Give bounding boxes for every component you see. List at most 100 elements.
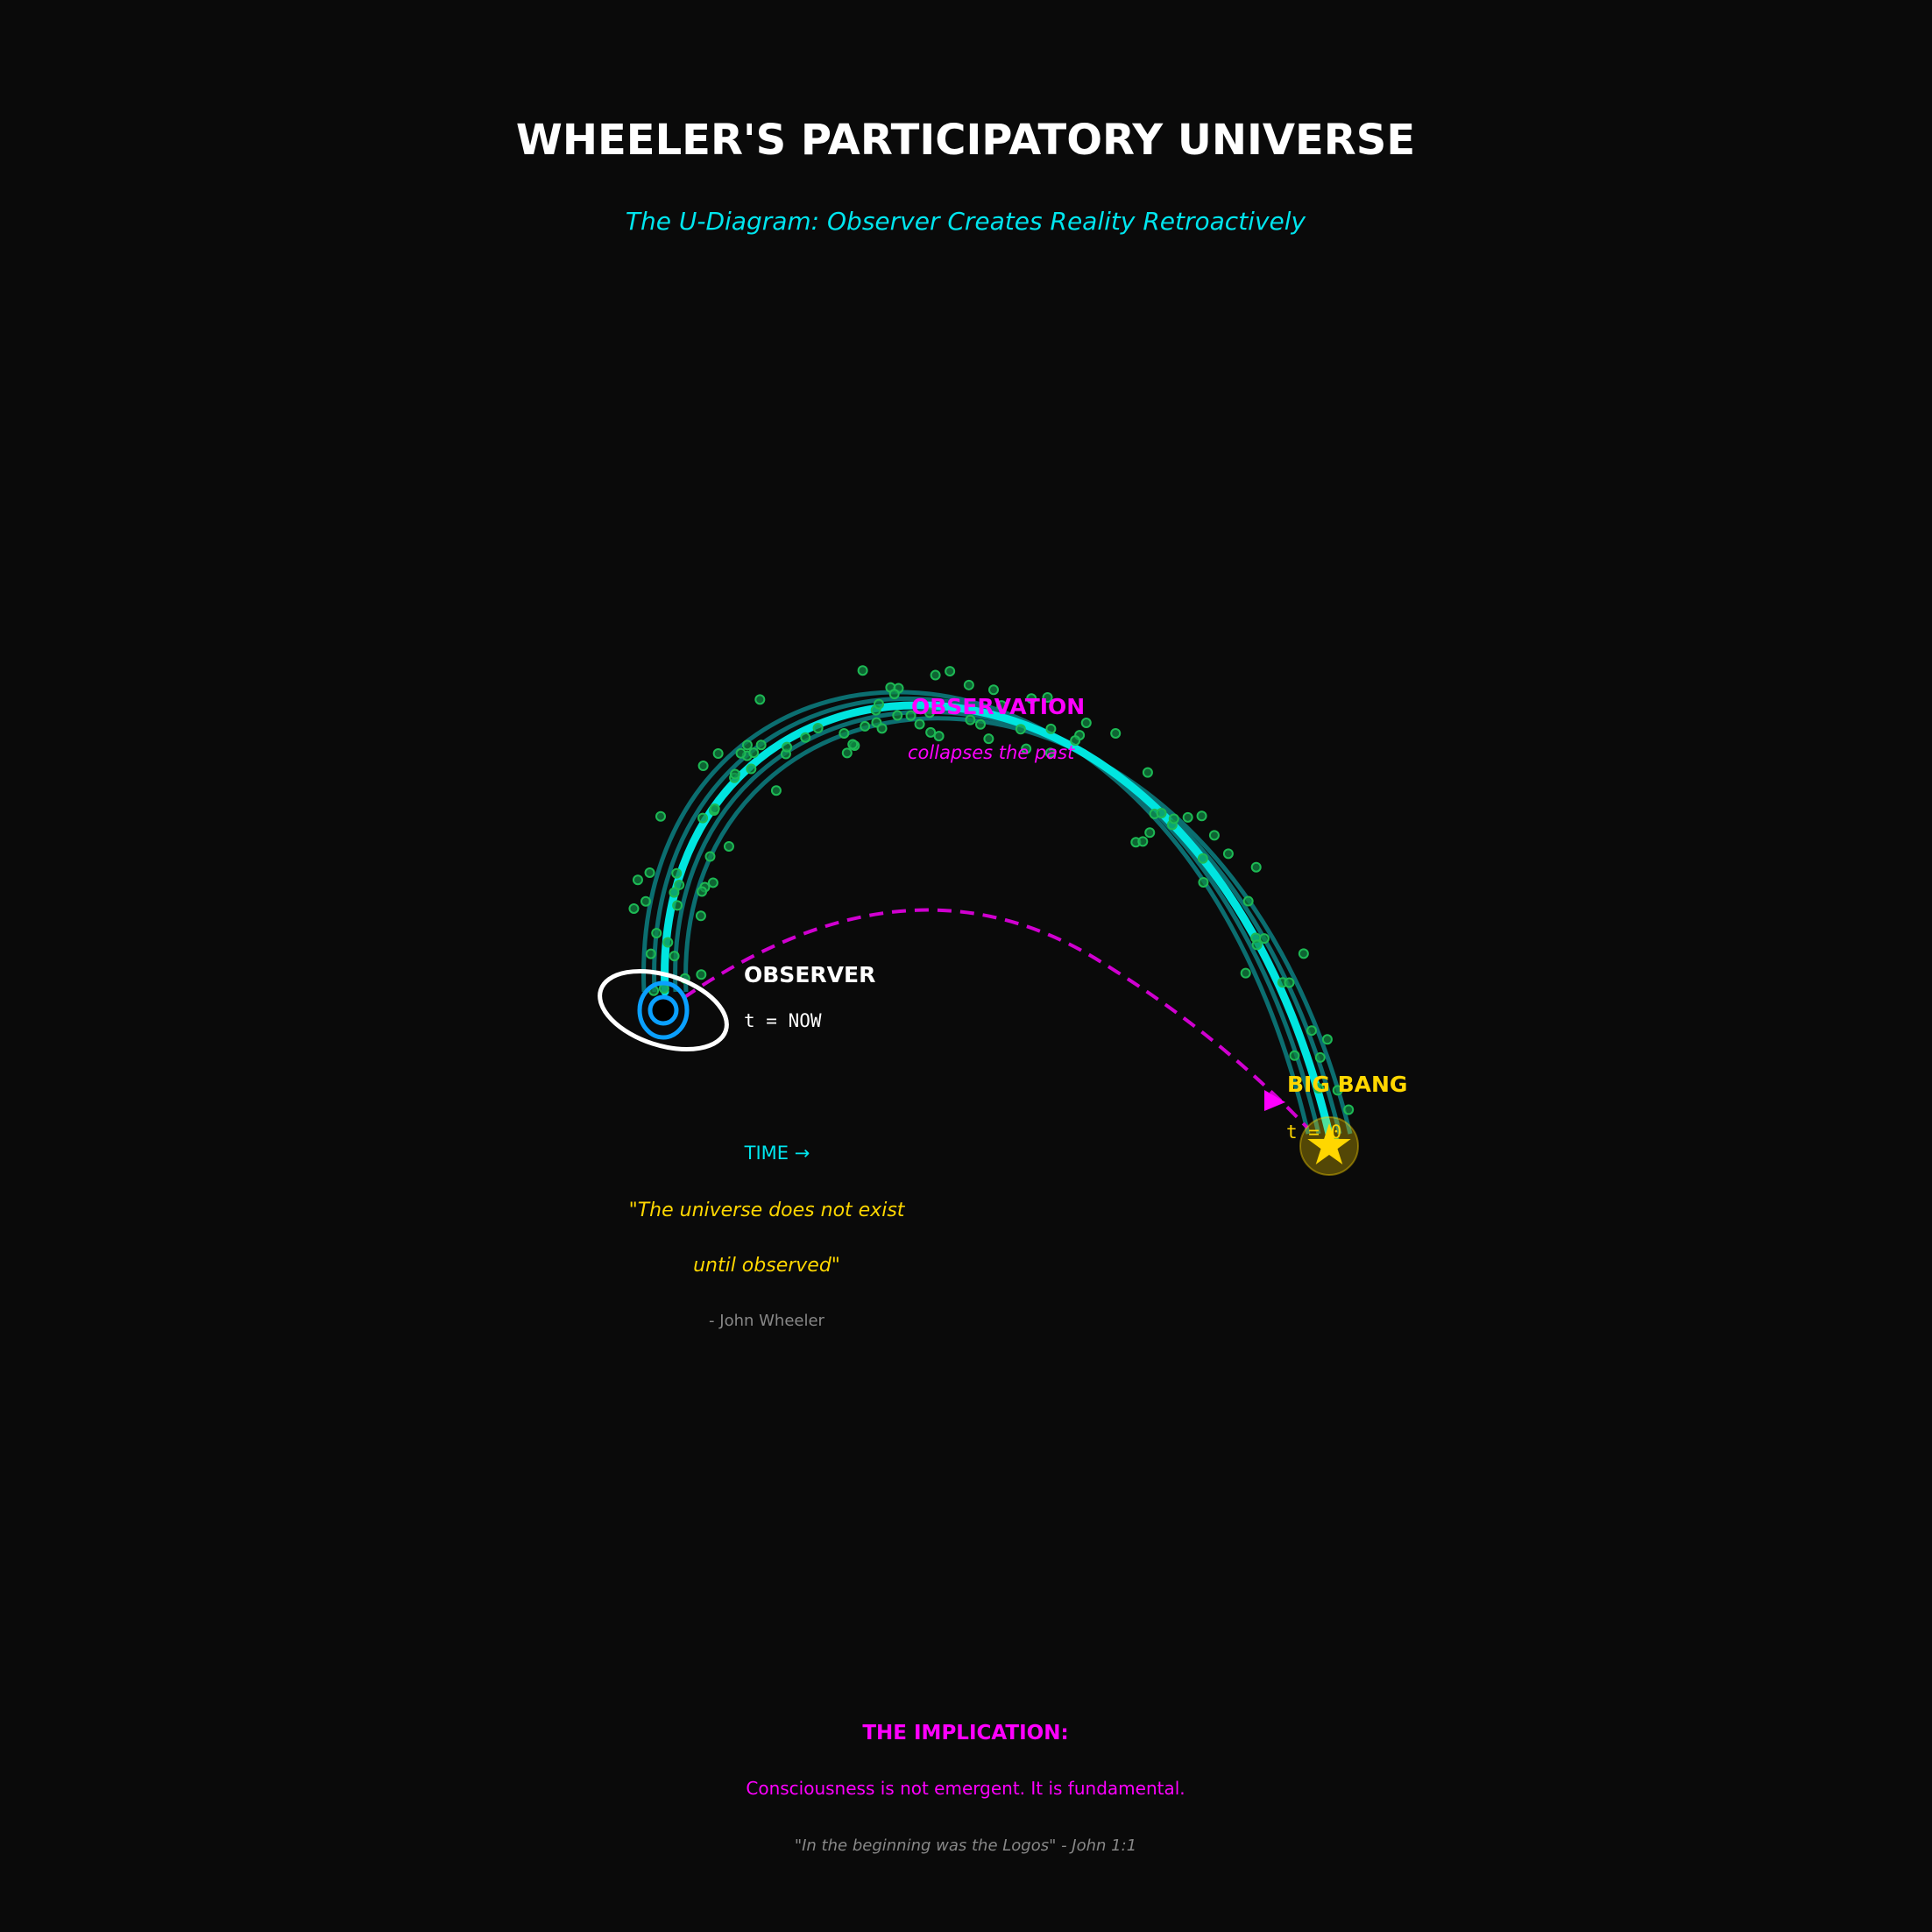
particle bbox=[965, 714, 976, 725]
particle bbox=[695, 910, 706, 922]
particle bbox=[857, 665, 868, 676]
particle bbox=[839, 727, 850, 739]
particle bbox=[876, 723, 888, 734]
implication-statement: Consciousness is not emergent. It is fun… bbox=[746, 1778, 1185, 1799]
particle bbox=[1168, 813, 1179, 824]
observer-label: OBSERVER bbox=[744, 962, 875, 987]
particle bbox=[672, 900, 683, 911]
quote-author: - John Wheeler bbox=[709, 1312, 825, 1330]
particle bbox=[1242, 895, 1254, 907]
particle bbox=[1042, 692, 1053, 704]
particle bbox=[754, 694, 766, 705]
particle bbox=[651, 928, 662, 939]
particle bbox=[671, 867, 683, 879]
particle bbox=[782, 741, 793, 753]
particle bbox=[996, 700, 1008, 711]
particle bbox=[1321, 1034, 1333, 1045]
particle bbox=[632, 874, 643, 886]
particle bbox=[746, 763, 757, 775]
particle bbox=[1332, 1085, 1343, 1096]
particle bbox=[741, 740, 753, 751]
particle bbox=[755, 740, 767, 751]
particle bbox=[963, 679, 974, 690]
particle bbox=[1182, 811, 1193, 823]
particle bbox=[1015, 724, 1026, 735]
particle bbox=[930, 669, 941, 681]
particle bbox=[925, 726, 937, 738]
particle bbox=[696, 969, 707, 980]
quote-line-2: until observed" bbox=[693, 1255, 840, 1277]
particle bbox=[655, 810, 667, 822]
particle bbox=[1298, 948, 1309, 959]
big-bang-time: t = 0 bbox=[1286, 1122, 1341, 1143]
quote-line-1: "The universe does not exist bbox=[629, 1200, 906, 1221]
particle bbox=[1208, 830, 1220, 841]
particle bbox=[892, 710, 903, 721]
observer-time: t = NOW bbox=[744, 1010, 822, 1031]
particle bbox=[1313, 1083, 1325, 1094]
particle bbox=[1250, 861, 1262, 873]
particle bbox=[1080, 718, 1092, 729]
particle bbox=[1070, 735, 1081, 747]
particle bbox=[1144, 827, 1156, 839]
faint-arc bbox=[673, 709, 1342, 1135]
big-bang-label: BIG BANG bbox=[1287, 1072, 1407, 1097]
particle bbox=[1137, 836, 1149, 847]
particle bbox=[975, 718, 987, 730]
particle bbox=[1284, 977, 1295, 988]
particle bbox=[1197, 853, 1208, 864]
time-axis-label: TIME → bbox=[744, 1143, 810, 1164]
particle bbox=[748, 747, 760, 759]
particle bbox=[1343, 1104, 1355, 1115]
particle bbox=[1240, 967, 1251, 979]
particle bbox=[860, 720, 871, 732]
particle bbox=[841, 747, 853, 759]
particle bbox=[1026, 693, 1037, 704]
implication-heading: THE IMPLICATION: bbox=[862, 1722, 1068, 1744]
particle bbox=[669, 951, 680, 962]
particle bbox=[1251, 939, 1263, 951]
particle bbox=[847, 739, 859, 750]
faint-arc bbox=[652, 696, 1321, 1135]
citation: "In the beginning was the Logos" - John … bbox=[795, 1836, 1136, 1855]
particle bbox=[709, 803, 720, 815]
particle bbox=[1258, 933, 1270, 945]
particle bbox=[674, 879, 685, 890]
particle bbox=[1289, 1050, 1300, 1061]
particle bbox=[1021, 743, 1032, 754]
particle bbox=[800, 732, 811, 743]
particle bbox=[983, 733, 994, 745]
particle bbox=[697, 886, 708, 897]
particle bbox=[770, 785, 782, 796]
particle bbox=[933, 731, 945, 742]
main-arc bbox=[661, 701, 1334, 1138]
particle bbox=[1044, 747, 1056, 759]
particle bbox=[729, 768, 740, 780]
particle bbox=[905, 710, 916, 721]
particle bbox=[640, 895, 652, 907]
particles bbox=[628, 665, 1355, 1149]
particle bbox=[945, 666, 956, 677]
particle bbox=[712, 747, 724, 759]
particle bbox=[1198, 876, 1209, 888]
retrocausal-dashed-arc bbox=[682, 908, 1309, 1129]
particle bbox=[1306, 1025, 1318, 1037]
particle bbox=[697, 761, 709, 772]
particle bbox=[914, 718, 925, 730]
faint-arc bbox=[641, 690, 1311, 1135]
particle bbox=[723, 840, 734, 852]
particle bbox=[987, 684, 999, 696]
particle bbox=[1110, 727, 1122, 739]
page-title: WHEELER'S PARTICIPATORY UNIVERSE bbox=[515, 116, 1416, 165]
particle bbox=[628, 902, 640, 914]
page-subtitle: The U-Diagram: Observer Creates Reality … bbox=[625, 207, 1306, 236]
eye-icon bbox=[598, 968, 729, 1052]
particle bbox=[1142, 767, 1153, 778]
particle bbox=[735, 747, 747, 759]
particle bbox=[888, 689, 900, 700]
particle bbox=[644, 867, 655, 878]
star-icon bbox=[1299, 1116, 1359, 1176]
particle bbox=[662, 937, 674, 948]
observation-label: OBSERVATION bbox=[911, 694, 1085, 719]
